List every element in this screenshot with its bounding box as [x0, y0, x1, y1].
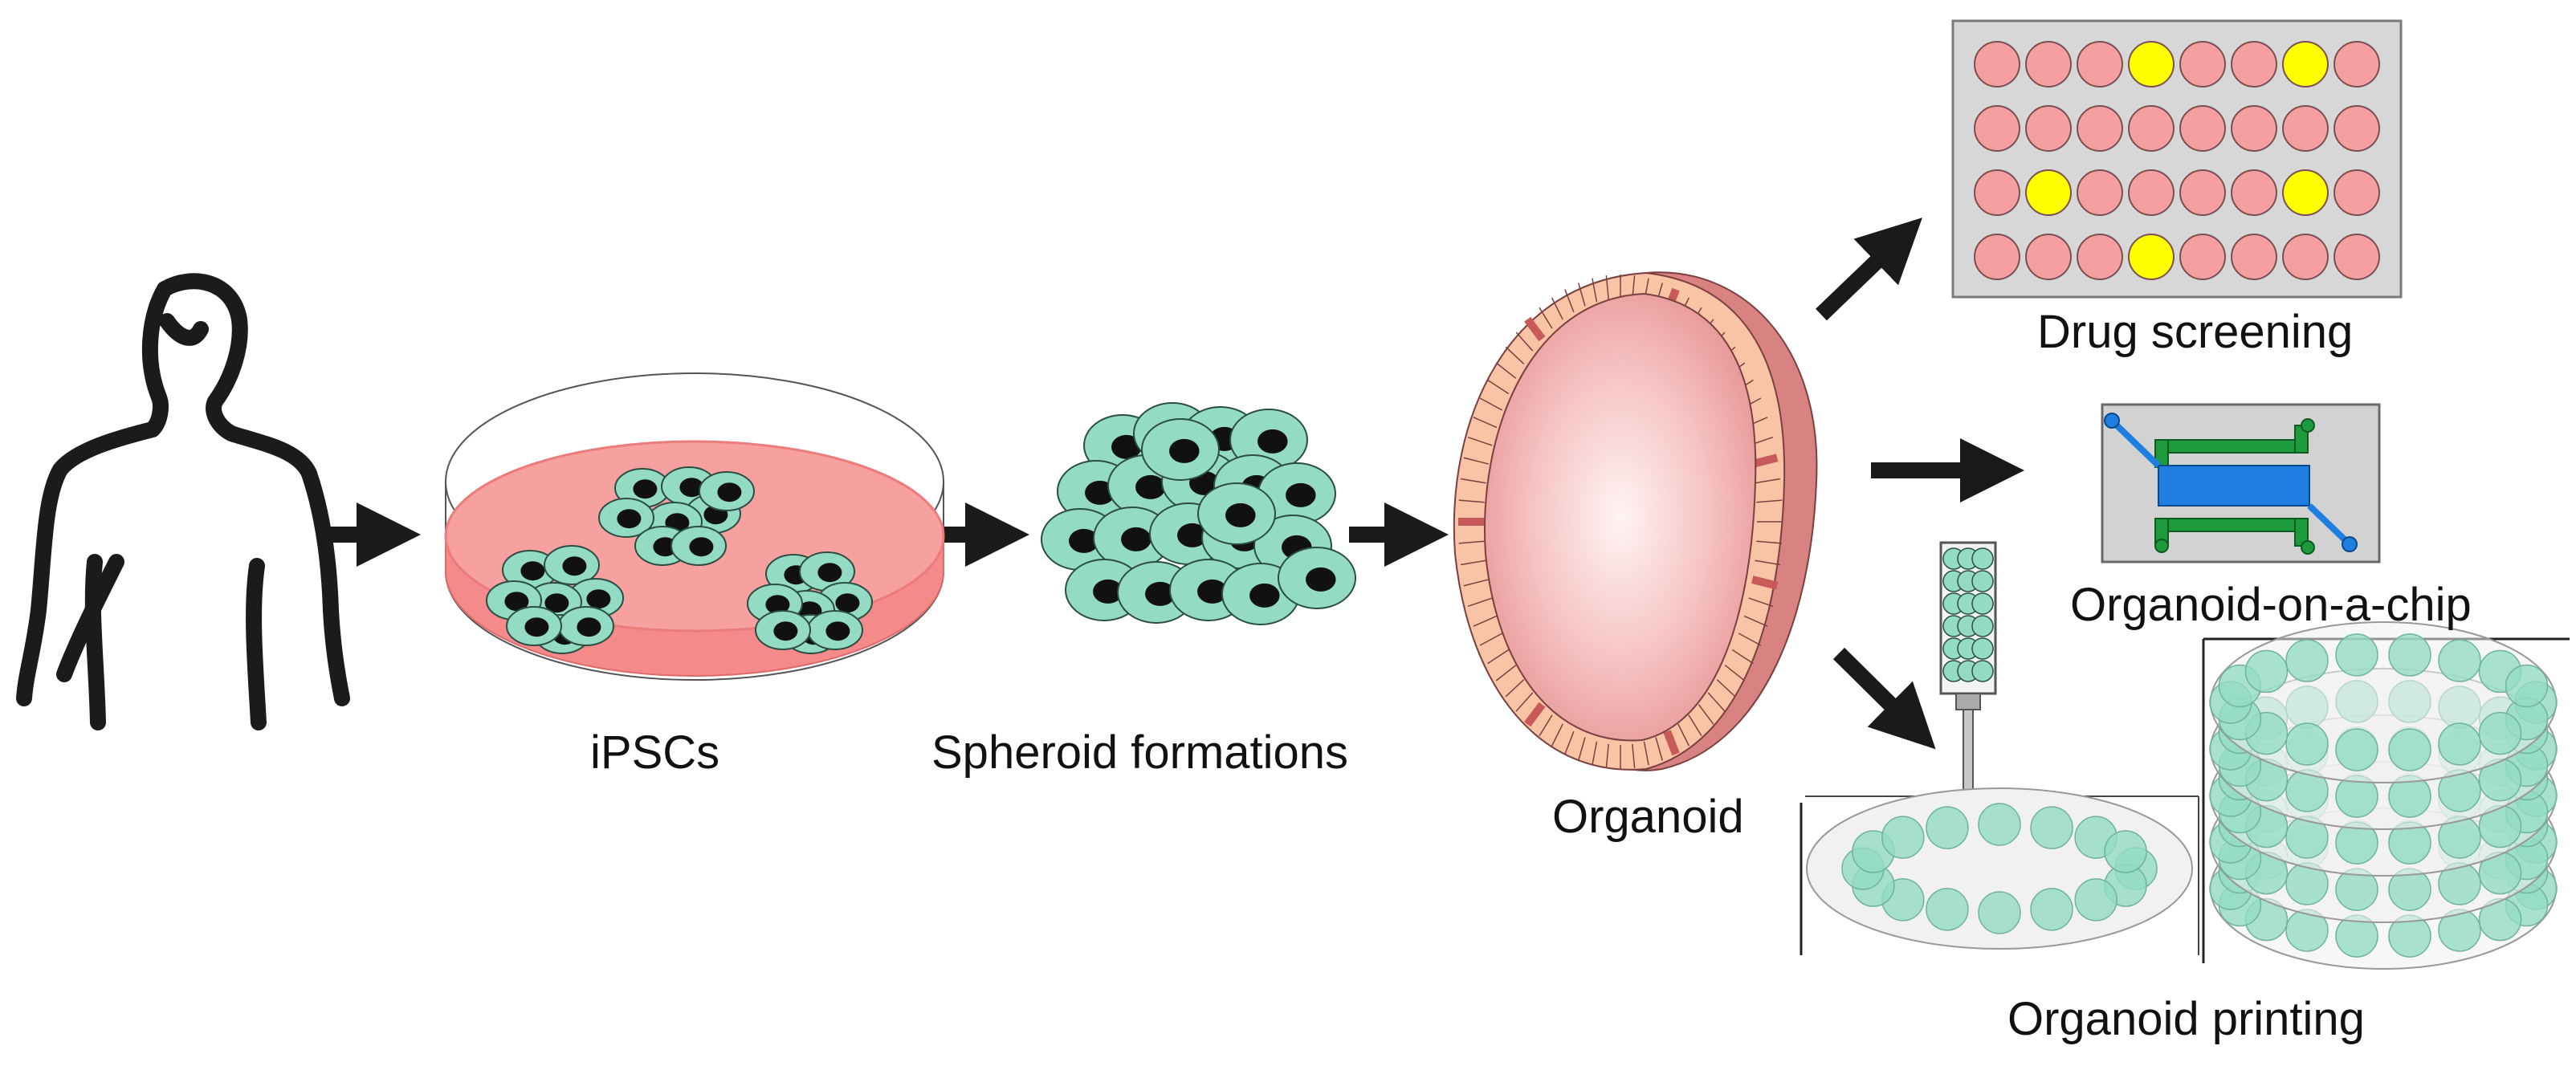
ipsc-colonies [486, 466, 873, 654]
well [2179, 41, 2226, 87]
organoid-chip [2101, 403, 2381, 564]
well [2077, 41, 2123, 87]
bioink-cell [1971, 637, 1994, 660]
well [1974, 41, 2020, 87]
bioink-cell [1971, 570, 1994, 592]
printed-layer [2209, 621, 2558, 783]
printing-bed [1800, 787, 2199, 955]
chip-electrodes [2154, 418, 2315, 555]
organoid-cross-section [1453, 271, 1818, 771]
spheroid-cluster [1041, 402, 1356, 625]
bioink-cell [1971, 660, 1994, 682]
well [2179, 169, 2226, 216]
well [2025, 41, 2072, 87]
spheroid-cell [1141, 418, 1220, 481]
well [2231, 105, 2277, 152]
ipsc-cell [807, 610, 863, 650]
ipsc-colony [747, 551, 873, 654]
well [2282, 234, 2329, 280]
arrow-organoid-to-printing [1832, 647, 1936, 750]
label-organoid-printing: Organoid printing [2007, 993, 2365, 1045]
well-plate [1951, 19, 2403, 299]
spheroid-cell [1197, 482, 1276, 545]
bioink-cell [1971, 592, 1994, 615]
label-drug-screening: Drug screening [2037, 306, 2354, 358]
ipsc-cell [614, 468, 670, 508]
well-hit [2282, 169, 2329, 216]
bioprinter-nozzle [1939, 541, 1997, 797]
ipsc-cell [598, 498, 654, 538]
ipsc-cell [670, 526, 727, 566]
well-hit [2282, 41, 2329, 87]
label-spheroid-formations: Spheroid formations [931, 726, 1349, 779]
well-hit [2128, 41, 2175, 87]
well [2179, 234, 2226, 280]
label-ipscs: iPSCs [590, 726, 720, 779]
arrow-organoid-to-drug [1816, 218, 1922, 321]
well [1974, 169, 2020, 216]
well [2231, 169, 2277, 216]
organoid-lumen [1484, 292, 1757, 742]
well [2077, 169, 2123, 216]
petri-dish [444, 372, 945, 681]
well [2128, 169, 2175, 216]
well [2025, 105, 2072, 152]
well-hit [2128, 234, 2175, 280]
well [2231, 41, 2277, 87]
ipsc-cell [506, 606, 562, 646]
bioink-cell [1971, 615, 1994, 637]
spheroid-cell [1278, 547, 1356, 609]
well [2179, 105, 2226, 152]
well [2333, 105, 2380, 152]
human-icon [16, 273, 350, 730]
printed-layer [1806, 787, 2193, 950]
well [2333, 234, 2380, 280]
ipsc-cell [544, 545, 600, 585]
well [2333, 169, 2380, 216]
well [2077, 234, 2123, 280]
well [2077, 105, 2123, 152]
label-organoid-on-a-chip: Organoid-on-a-chip [2070, 579, 2472, 631]
well [2282, 105, 2329, 152]
well [2333, 41, 2380, 87]
well [2128, 105, 2175, 152]
ipsc-colony [486, 545, 624, 654]
printed-organoid-stack [2202, 621, 2570, 970]
ipsc-cell [799, 551, 855, 592]
well [1974, 105, 2020, 152]
ipsc-cell [558, 606, 614, 646]
well-hit [2025, 169, 2072, 216]
ipsc-cell [699, 471, 755, 511]
label-organoid: Organoid [1552, 791, 1744, 843]
ipsc-colony [598, 466, 755, 566]
chip-channel [2104, 413, 2358, 552]
well [2231, 234, 2277, 280]
well [1974, 234, 2020, 280]
bioink-cell [1971, 547, 1994, 570]
well [2025, 234, 2072, 280]
ipsc-cell [755, 610, 811, 650]
